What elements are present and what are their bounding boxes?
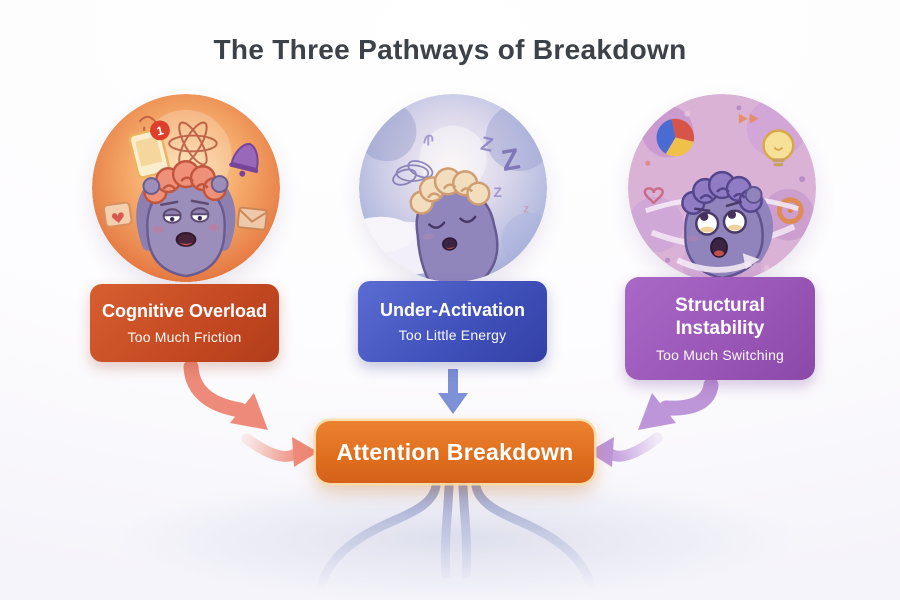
gasping-mouth [710,236,728,258]
groaning-mouth [175,232,197,247]
overwhelmed-brain-icon: 1 [92,94,280,282]
dream-scribble [392,160,434,186]
ground-shadow [110,474,800,600]
lightbulb-icon [762,129,795,167]
overwhelmed-character [136,160,236,278]
pie-chart-icon [656,118,695,157]
blush [687,235,699,242]
zzz-letters: Z Z Z z [479,133,530,216]
left-hand [142,177,161,195]
structural-instability-illustration [628,94,816,282]
chevron-doodles [738,113,759,124]
sleeping-scene: Z Z Z z [359,94,547,282]
swirl-arrow [676,253,760,273]
page-title: The Three Pathways of Breakdown [213,34,687,65]
cognitive-overload-illustration: 1 [92,94,280,282]
closed-eyes [428,215,477,229]
z-letter: z [523,202,529,216]
dizzy-scene [628,94,816,282]
sleeping-brain-icon: Z Z Z z [359,94,547,282]
blush [207,224,220,232]
notification-badge [150,120,170,141]
night-blob [359,101,417,162]
under-activation-box: Under-Activation Too Little Energy [358,281,547,362]
dizzy-brain-icon [628,94,816,282]
attention-breakdown-box: Attention Breakdown [316,421,594,483]
pathway-title: Under-Activation [379,299,525,320]
badge-count: 1 [155,123,165,138]
confetti-speckles [645,105,806,272]
hand-on-head [744,186,763,204]
cognitive-overload-arrow [183,359,318,467]
pathway-subtitle: Too Little Energy [398,327,507,344]
target-icon [776,197,804,225]
result-label: Attention Breakdown [336,438,574,465]
right-hand [210,175,229,193]
worried-eyes [694,200,747,236]
roots-decoration [317,481,595,589]
structural-instability-arrow [588,377,719,467]
envelope-icon [236,206,268,231]
overwhelmed-scene: 1 [92,94,280,282]
under-activation-illustration: Z Z Z z [359,94,547,282]
pathway-subtitle: Too Much Switching [655,347,785,364]
annoyed-eyes [160,199,210,224]
dizzy-character [681,170,773,280]
blush [152,226,165,234]
z-letter: Z [479,133,495,157]
under-activation-arrow [438,369,468,414]
brain-top [409,167,491,215]
cognitive-overload-box: Cognitive Overload Too Much Friction [90,284,279,362]
phone-notification-icon: 1 [128,120,171,179]
pathway-title: Cognitive Overload [101,301,268,322]
bell-icon [229,142,259,177]
photo-card-icon [102,201,133,228]
pathway-title: Structural Instability [675,294,765,339]
pathway-subtitle: Too Much Friction [127,328,242,345]
z-letter: Z [494,184,503,200]
structural-instability-box: Structural Instability Too Much Switchin… [625,277,815,380]
heart-icon [643,187,664,205]
sleeping-character [409,167,499,282]
z-letter: Z [499,142,523,178]
snoring-mouth [441,237,458,251]
blush [422,233,434,240]
music-note-doodle [423,134,434,146]
